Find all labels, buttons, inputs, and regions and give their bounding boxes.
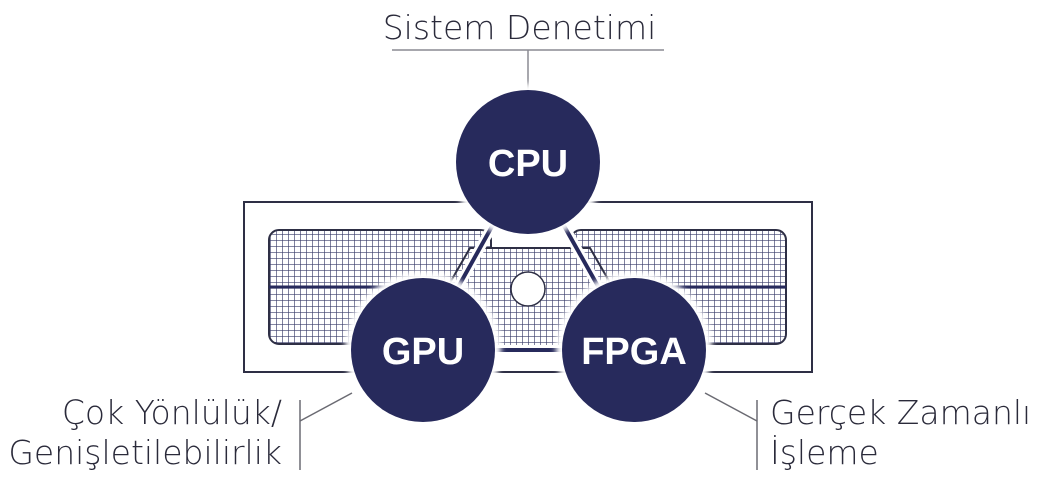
center-hole	[510, 271, 546, 307]
fpga-node-label: FPGA	[581, 331, 687, 373]
gpu-node: GPU	[351, 278, 495, 422]
fpga-node: FPGA	[562, 278, 706, 422]
versatility-label: Çok Yönlülük/ Genişletilebilirlik	[8, 393, 282, 473]
gpu-node-label: GPU	[382, 331, 464, 373]
realtime-label-line-1: Gerçek Zamanlı	[770, 393, 1032, 432]
system-control-label: Sistem Denetimi	[382, 8, 657, 47]
versatility-label-line-1: Çok Yönlülük/	[61, 393, 282, 432]
realtime-processing-label: Gerçek Zamanlı İşleme	[770, 393, 1031, 473]
cpu-node: CPU	[456, 90, 600, 234]
versatility-label-line-2: Genişletilebilirlik	[8, 433, 282, 472]
cpu-node-label: CPU	[488, 143, 568, 185]
left-connector-line	[299, 392, 353, 422]
connection-triangle-inner	[419, 157, 638, 352]
realtime-label-line-2: İşleme	[770, 433, 879, 472]
right-connector-line	[704, 392, 758, 422]
